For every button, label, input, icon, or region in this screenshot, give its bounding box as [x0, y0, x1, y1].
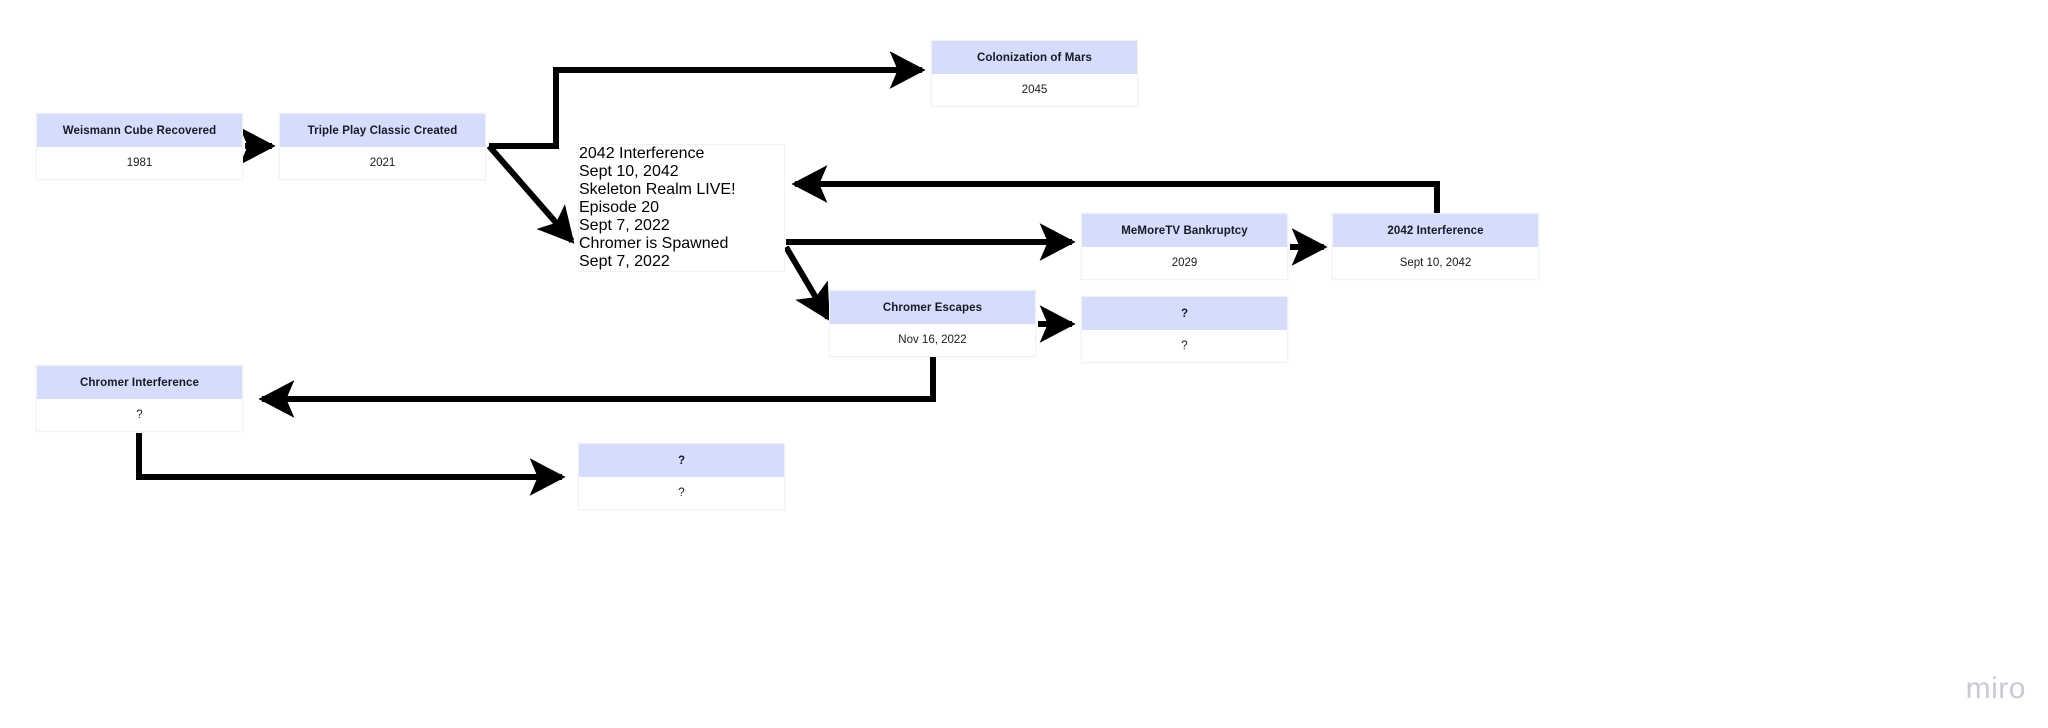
- node-value: 2045: [932, 74, 1137, 106]
- node-2042-interference-right[interactable]: 2042 Interference Sept 10, 2042: [1332, 213, 1539, 280]
- node-title-skeleton-realm: Skeleton Realm LIVE! Episode 20: [579, 181, 736, 216]
- node-title-chromer-is-spawned: Chromer is Spawned: [579, 235, 729, 252]
- node-value: ?: [579, 477, 784, 509]
- node-value: Nov 16, 2022: [830, 324, 1035, 356]
- node-unknown-bottom[interactable]: ? ?: [578, 443, 785, 510]
- node-title: Weismann Cube Recovered: [37, 114, 242, 147]
- node-title: Chromer Escapes: [830, 291, 1035, 324]
- edge-chromer-interference-to-unknown2: [136, 433, 566, 496]
- node-value: ?: [37, 399, 242, 431]
- node-title-interference-mid: 2042 Interference: [579, 145, 705, 162]
- node-chromer-interference[interactable]: Chromer Interference ?: [36, 365, 243, 432]
- node-title: 2042 Interference: [1333, 214, 1538, 247]
- node-weismann-cube-recovered[interactable]: Weismann Cube Recovered 1981: [36, 113, 243, 180]
- node-title: MeMoreTV Bankruptcy: [1082, 214, 1287, 247]
- node-unknown-right[interactable]: ? ?: [1081, 296, 1288, 363]
- node-title: Triple Play Classic Created: [280, 114, 485, 147]
- node-memoretv-bankruptcy[interactable]: MeMoreTV Bankruptcy 2029: [1081, 213, 1288, 280]
- node-value: 2029: [1082, 247, 1287, 279]
- node-colonization-of-mars[interactable]: Colonization of Mars 2045: [931, 40, 1138, 107]
- miro-watermark: miro: [1965, 672, 2026, 705]
- node-value: Sept 10, 2042: [1333, 247, 1538, 279]
- node-value: ?: [1082, 330, 1287, 362]
- node-value-chromer-is-spawned: Sept 7, 2022: [579, 253, 670, 270]
- node-group-middle-column[interactable]: 2042 Interference Sept 10, 2042 Skeleton…: [578, 144, 785, 272]
- edge-escapes-to-chromer-interference: [258, 357, 936, 418]
- node-title: Colonization of Mars: [932, 41, 1137, 74]
- node-chromer-escapes[interactable]: Chromer Escapes Nov 16, 2022: [829, 290, 1036, 357]
- edge-tripleplay-to-mars: [489, 51, 926, 149]
- node-title: ?: [579, 444, 784, 477]
- node-value: 2021: [280, 147, 485, 179]
- edge-skeleton-to-escapes: [783, 245, 831, 322]
- node-value-interference-mid: Sept 10, 2042: [579, 163, 679, 180]
- node-value-skeleton-realm: Sept 7, 2022: [579, 217, 670, 234]
- node-title: Chromer Interference: [37, 366, 242, 399]
- node-title: ?: [1082, 297, 1287, 330]
- node-value: 1981: [37, 147, 242, 179]
- edge-tripleplay-to-skeleton: [486, 144, 575, 244]
- edge-interference-right-to-interference-mid: [791, 165, 1440, 213]
- node-triple-play-classic-created[interactable]: Triple Play Classic Created 2021: [279, 113, 486, 180]
